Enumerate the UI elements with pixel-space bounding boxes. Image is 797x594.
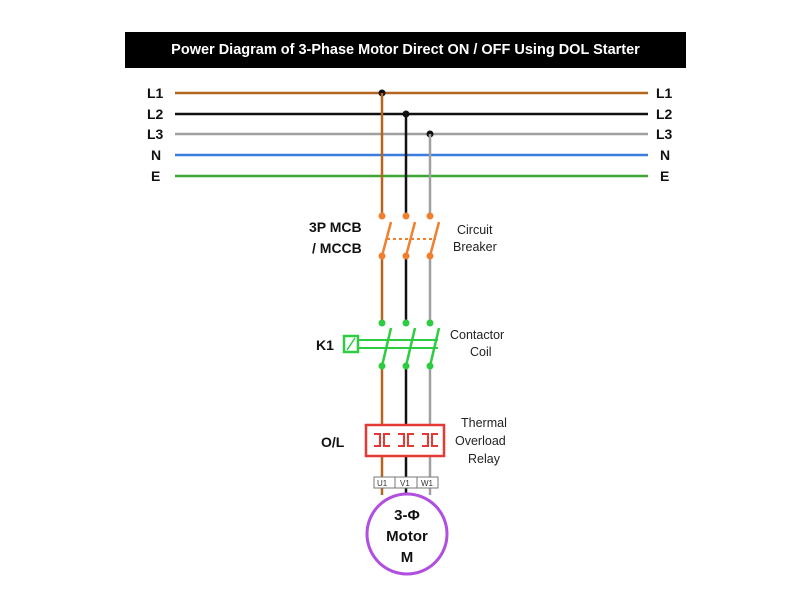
line-label-l1-right: L1 bbox=[656, 85, 673, 101]
motor-symbol bbox=[365, 492, 449, 576]
line-label-e-right: E bbox=[660, 168, 669, 184]
breaker-tag-line1: 3P MCB bbox=[309, 219, 362, 235]
motor-label-line2: Motor bbox=[386, 528, 428, 545]
terminal-block: U1 V1 W1 bbox=[373, 476, 439, 489]
bus-lines bbox=[175, 91, 648, 178]
line-label-l1-left: L1 bbox=[147, 85, 164, 101]
line-label-n-left: N bbox=[151, 147, 161, 163]
contactor-symbol bbox=[342, 319, 441, 370]
line-label-l2-left: L2 bbox=[147, 106, 164, 122]
circuit-breaker-symbol bbox=[378, 212, 441, 260]
breaker-desc-line1: Circuit bbox=[457, 223, 493, 237]
motor-label-line1: 3-Φ bbox=[394, 507, 420, 524]
contactor-desc-line2: Coil bbox=[470, 345, 492, 359]
contactor-tag: K1 bbox=[316, 337, 334, 353]
overload-desc-line3: Relay bbox=[468, 452, 501, 466]
line-label-n-right: N bbox=[660, 147, 670, 163]
overload-desc-line2: Overload bbox=[455, 434, 506, 448]
contactor-desc-line1: Contactor bbox=[450, 328, 504, 342]
breaker-desc-line2: Breaker bbox=[453, 240, 497, 254]
title-bar: Power Diagram of 3-Phase Motor Direct ON… bbox=[125, 32, 686, 68]
phase-wires bbox=[380, 93, 432, 495]
diagram-title: Power Diagram of 3-Phase Motor Direct ON… bbox=[171, 42, 640, 58]
terminal-u1: U1 bbox=[377, 479, 388, 488]
line-label-l3-right: L3 bbox=[656, 126, 673, 142]
line-label-l2-right: L2 bbox=[656, 106, 673, 122]
line-label-l3-left: L3 bbox=[147, 126, 164, 142]
overload-tag: O/L bbox=[321, 434, 345, 450]
line-label-e-left: E bbox=[151, 168, 160, 184]
terminal-v1: V1 bbox=[400, 479, 410, 488]
overload-desc-line1: Thermal bbox=[461, 416, 507, 430]
terminal-w1: W1 bbox=[421, 479, 434, 488]
overload-relay-symbol bbox=[364, 423, 446, 458]
motor-label-line3: M bbox=[401, 549, 414, 566]
breaker-tag-line2: / MCCB bbox=[312, 240, 362, 256]
